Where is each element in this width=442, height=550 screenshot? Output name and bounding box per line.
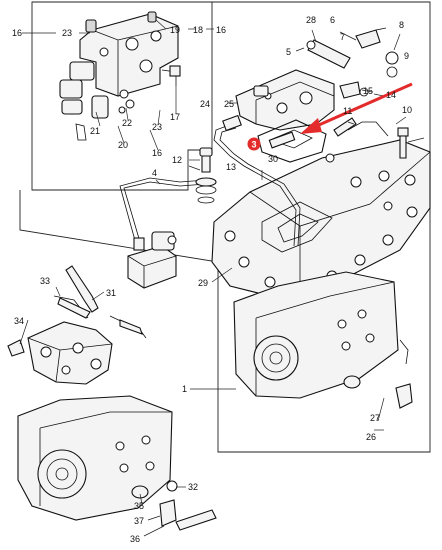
top-link-bracket [27,321,113,385]
red-arrow-head [300,118,322,134]
right-group-frame [19,1,431,453]
bolt-2 [397,127,409,159]
hitch-valve-block [235,69,335,131]
callout-20: 20 [118,140,128,150]
callout-5: 5 [286,47,291,57]
callout-35: 35 [134,501,144,511]
control-valve-assembly [79,11,179,97]
solenoid-valve [127,231,177,289]
callout-15: 15 [363,86,373,96]
red-arrow-shaft [311,82,413,130]
callout-29: 29 [198,278,208,288]
callout-8: 8 [399,20,404,30]
rod-31-33 [53,265,147,339]
callout-labels: 16 23 19 18 16 22 21 23 17 20 16 28 6 8 … [12,15,412,544]
callout-28: 28 [306,15,316,25]
callout-1: 1 [182,384,187,394]
callout-23: 23 [152,122,162,132]
callout-33: 33 [40,276,50,286]
callout-16: 16 [12,28,22,38]
pipe-24-25 [213,114,301,247]
callout-7: 7 [340,32,345,42]
callout-25: 25 [224,99,234,109]
plug-12-13 [195,147,217,204]
callout-26: 26 [366,432,376,442]
return-pipe-4 [119,177,207,251]
callout-12: 12 [172,155,182,165]
callout-22: 22 [122,118,132,128]
cylinder-28 [306,39,351,69]
callout-14: 14 [386,90,396,100]
solenoid-stack [59,61,135,141]
pipe-elbow-17 [161,65,181,86]
callout-9: 9 [404,51,409,61]
callout-17: 17 [170,112,180,122]
callout-37: 37 [134,516,144,526]
callout-18: 18 [193,25,203,35]
callout-24: 24 [200,99,210,109]
highlight-badge-circle [247,137,261,151]
callout-31: 31 [106,288,116,298]
lever-34 [7,339,25,357]
callout-30: 30 [268,154,278,164]
fitting-15 [339,81,369,99]
callout-11: 11 [343,106,352,116]
gasket-3-outline [257,119,327,163]
rear-housing-left [17,395,173,521]
callout-27: 27 [370,413,380,423]
callout-36: 36 [130,534,140,544]
fitting-7 [355,27,387,49]
callout-16: 16 [216,25,226,35]
pipe-10-11 [333,117,389,137]
callout-13: 13 [226,162,236,172]
fitting-9 [385,51,399,78]
rear-housing-right [233,271,413,409]
highlight-badge-label: 3 [251,140,256,150]
callout-21: 21 [90,126,100,136]
group-frames [19,1,431,453]
callout-16: 16 [152,148,162,158]
highlight-badge: 3 [247,137,261,151]
callout-19: 19 [170,25,180,35]
gasket-3-highlighted [257,119,327,163]
callout-34: 34 [14,316,24,326]
callout-6: 6 [330,15,335,25]
fittings-32-37 [131,480,217,531]
highlight-arrow [300,82,413,134]
leader-lines [19,19,425,537]
callout-4: 4 [152,168,157,178]
callout-32: 32 [188,482,198,492]
callout-10: 10 [402,105,412,115]
lift-cover-housing [211,139,431,297]
callout-23: 23 [62,28,72,38]
gasket-30 [261,201,333,253]
